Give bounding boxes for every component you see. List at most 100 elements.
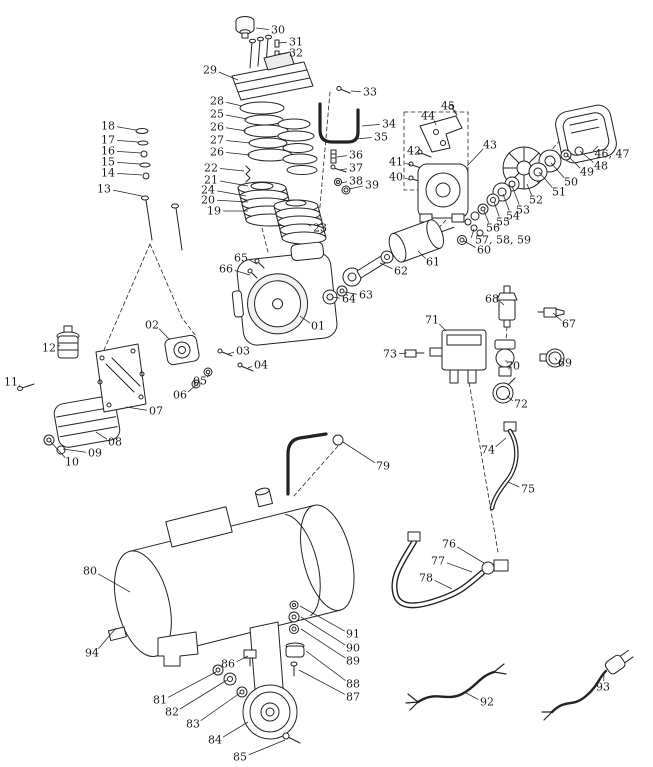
leader-line [117,126,137,131]
leader-line [566,154,581,169]
part-label: 26 [210,121,224,134]
part-label: 25 [210,108,224,121]
outlet-u-tube [318,102,360,144]
part-label: 56 [486,222,500,235]
part-label: 14 [101,167,115,180]
part-label: 18 [101,120,115,133]
leader-line [18,384,21,388]
part-label: 79 [376,460,390,473]
part-label: 74 [481,444,495,457]
leader-line [226,152,251,156]
part-label: 65 [234,252,248,265]
part-label: 75 [521,483,535,496]
part-label: 93 [596,681,610,694]
leader-line [466,148,484,167]
fitting-67 [537,307,565,318]
leader-line [499,301,505,306]
part-label: 91 [346,628,360,641]
leader-line [248,739,286,756]
part-label: 20 [201,194,215,207]
leader-line [379,262,393,270]
axle-bolt [282,732,301,744]
part-label: 89 [346,655,360,668]
leader-line [495,437,507,447]
bracket-44 [419,104,463,153]
cylinder-head [231,51,314,101]
part-label: 28 [210,95,224,108]
leader-line [404,162,412,166]
part-label: 64 [342,293,356,306]
part-label: 77 [431,555,445,568]
leader-line [49,440,66,459]
cylinder-b [273,199,327,245]
leader-line [218,71,239,81]
leader-line [348,185,363,190]
leader-line [506,395,514,402]
long-bolts [141,195,183,251]
leader-line [340,181,347,184]
leader-line [249,259,258,265]
part-label: 02 [145,319,159,332]
leader-line [225,101,243,107]
leader-line [206,373,210,378]
part-label: 73 [383,348,397,361]
foot-bracket [157,631,199,667]
leader-line [226,114,248,120]
fasteners-36-39 [330,149,351,195]
discharge-tube [286,432,344,496]
eccentric-bearing [322,285,348,305]
screw-33 [336,86,351,94]
part-label: 90 [346,642,360,655]
leader-line [420,153,423,155]
plug-cord [541,649,634,721]
part-label: 70 [506,360,520,373]
part-label: 45 [441,100,455,113]
part-label: 72 [514,398,528,411]
braided-hose [391,531,509,609]
part-label: 38 [349,175,363,188]
part-label: 15 [101,156,115,169]
leader-line [179,679,228,710]
part-label: 32 [289,47,303,60]
fan-shroud [417,163,469,223]
part-label: 24 [201,184,215,197]
leader-line [95,431,108,440]
leader-line [511,185,520,205]
gasket-stack [277,118,318,175]
part-label: 92 [480,696,494,709]
wheel [242,684,298,740]
pressure-switch [429,329,487,384]
fitting-73 [404,349,425,358]
leader-line [343,291,357,295]
leader-line [526,183,532,195]
part-label: 83 [186,718,200,731]
filter-cap [235,16,255,39]
leader-line [220,168,245,172]
leader-line [62,448,86,453]
part-label: 10 [65,456,79,469]
leader-line [404,177,412,181]
leader-line [236,655,249,663]
leader-line [117,140,139,143]
part-label: 29 [203,64,217,77]
part-label: 61 [426,256,440,269]
part-label: 63 [359,289,373,302]
part-label: 05 [193,375,207,388]
part-label: 27 [210,134,224,147]
leader-line [97,573,131,593]
part-label: 16 [101,145,115,158]
leader-line [493,201,500,217]
leader-line [300,616,346,646]
power-cord [405,663,507,711]
part-label: 71 [425,314,439,327]
leader-line [299,315,311,324]
leader-line [305,650,346,681]
leader-line [200,692,241,722]
part-label: 85 [233,751,247,764]
leader-line [554,357,558,361]
leader-line [550,162,565,179]
axle-washers [212,664,248,698]
part-label: 68 [485,293,499,306]
leader-line [417,250,426,259]
